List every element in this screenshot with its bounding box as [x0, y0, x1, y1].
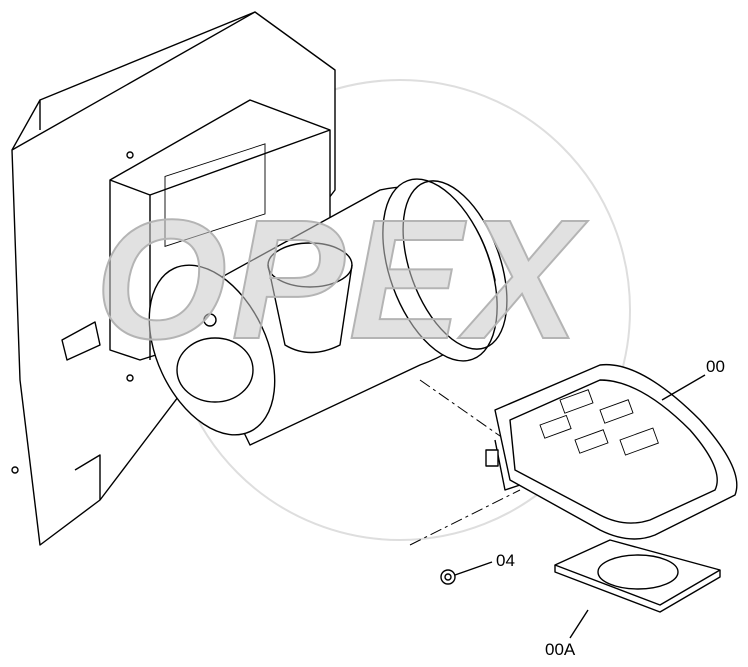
air-cleaner [148, 178, 508, 446]
gasket [554, 539, 721, 613]
callout-leader [569, 609, 589, 639]
callout-leader [661, 374, 706, 401]
callout-leader [454, 561, 493, 576]
cover-assembly [485, 363, 738, 540]
callout-label-00: 00 [706, 357, 725, 376]
callout-label-04: 04 [496, 551, 515, 570]
bolt [440, 569, 456, 585]
callout-label-00a: 00A [545, 640, 576, 659]
leader-line [409, 489, 521, 546]
